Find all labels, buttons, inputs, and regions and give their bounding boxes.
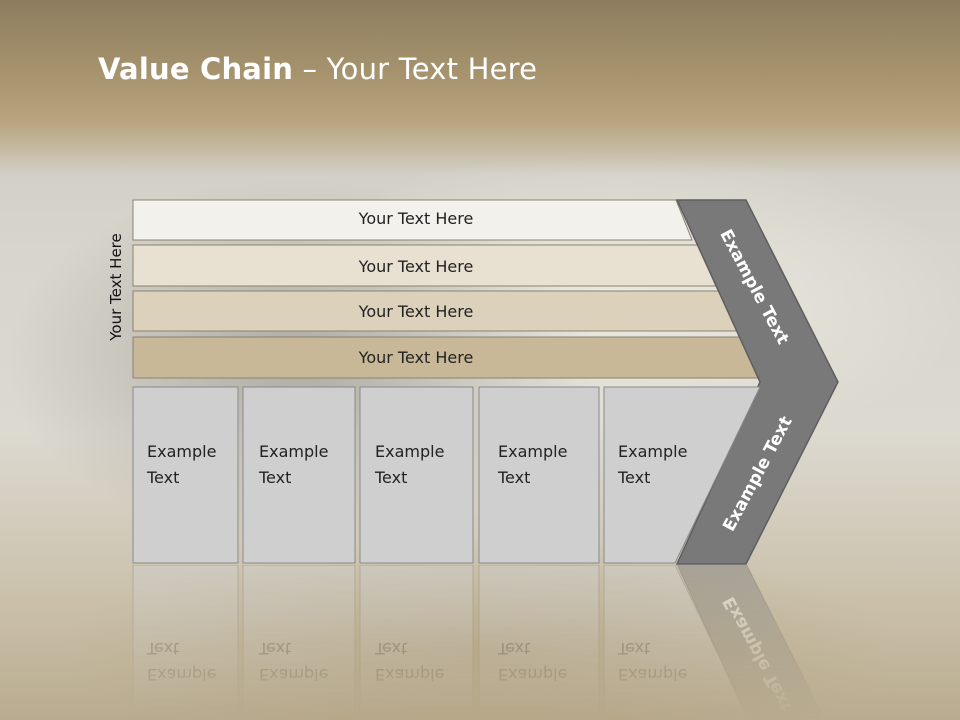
activity-box-text: Example Text bbox=[498, 442, 568, 487]
title-strong: Value Chain bbox=[98, 52, 294, 86]
activity-box-text: Example Text bbox=[618, 442, 688, 487]
activity-box bbox=[603, 386, 761, 564]
row-label: Your Text Here bbox=[358, 209, 474, 228]
row-label: Your Text Here bbox=[358, 257, 474, 276]
reflected-box-text: Example bbox=[259, 665, 328, 684]
reflected-box bbox=[242, 564, 356, 720]
activity-box bbox=[478, 386, 600, 564]
title-rest: – Your Text Here bbox=[293, 52, 538, 86]
activity-box-text: Example Text bbox=[147, 442, 217, 487]
row-label: Your Text Here bbox=[358, 302, 474, 321]
reflected-box-text: Example bbox=[498, 665, 567, 684]
slide-title: Value Chain – Your Text Here bbox=[98, 52, 537, 86]
activity-box bbox=[359, 386, 474, 564]
row-bar bbox=[132, 199, 693, 241]
reflected-box-text: Text bbox=[617, 639, 650, 658]
reflected-box-text: Text bbox=[258, 639, 291, 658]
activity-box bbox=[242, 386, 356, 564]
activity-box-text: Example Text bbox=[259, 442, 329, 487]
title-band bbox=[0, 0, 960, 175]
reflected-box bbox=[478, 564, 600, 720]
activity-box bbox=[132, 386, 239, 564]
reflected-box-text: Example bbox=[375, 665, 444, 684]
reflected-box-text: Text bbox=[497, 639, 530, 658]
reflected-box bbox=[603, 564, 751, 720]
activity-box-text: Example Text bbox=[375, 442, 445, 487]
reflected-chevron bbox=[676, 563, 826, 720]
reflected-box bbox=[132, 564, 239, 720]
reflected-box-text: Example bbox=[618, 665, 687, 684]
reflected-box-text: Text bbox=[374, 639, 407, 658]
reflected-box-text: Example bbox=[147, 665, 216, 684]
reflected-box bbox=[359, 564, 474, 720]
reflected-box-text: Text bbox=[146, 639, 179, 658]
reflection: Example Text Example Text Example Text E… bbox=[132, 563, 826, 720]
row-label: Your Text Here bbox=[358, 348, 474, 367]
